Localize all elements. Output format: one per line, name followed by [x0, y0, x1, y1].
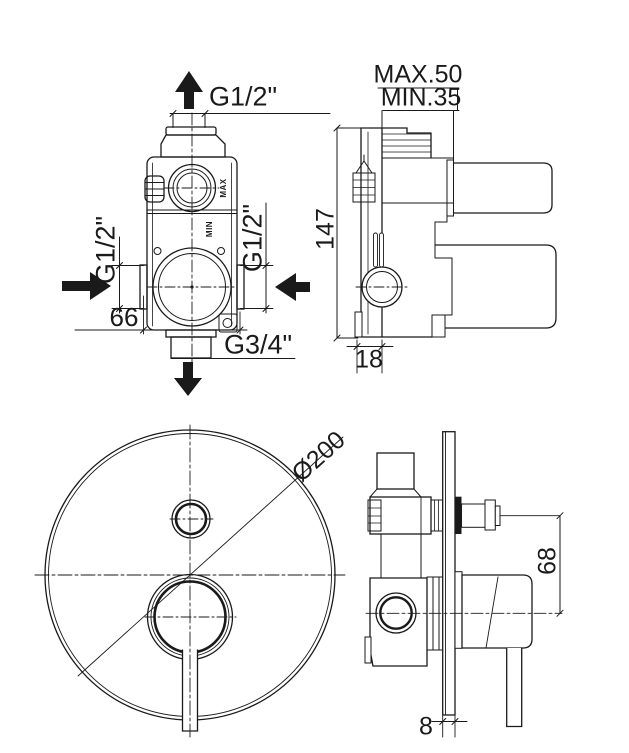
- label-right-connection: G1/2": [237, 203, 268, 273]
- diverter-housing: [369, 496, 432, 535]
- handle-body: [461, 574, 533, 649]
- knob-gasket: [455, 496, 462, 534]
- bottom-port: [170, 336, 212, 359]
- top-pipe-stub: [376, 452, 415, 490]
- clamp-screw: [355, 154, 373, 174]
- label-diverter-offset: 68: [533, 547, 562, 575]
- handle-lever-side: [506, 647, 523, 728]
- screw-hole-left: [153, 247, 162, 255]
- top-port-collar: [165, 126, 217, 136]
- bottom-outlet-stub: [431, 314, 446, 338]
- top-shoulder: [160, 134, 226, 158]
- plug: [218, 313, 238, 333]
- depth-label-lines: [377, 87, 460, 111]
- wall-plate: [442, 431, 456, 716]
- label-max-marking: MAX: [219, 178, 228, 198]
- flow-arrow-up: [175, 71, 203, 109]
- diameter-leader: [77, 436, 344, 677]
- label-depth-dim: 18: [355, 345, 383, 374]
- flow-arrow-left: [275, 273, 310, 301]
- trim-side-view: [364, 431, 564, 738]
- label-depth-max: MAX.50: [373, 60, 463, 89]
- threaded-collar: [430, 499, 444, 532]
- handle-gasket: [454, 571, 463, 649]
- label-min-marking: MIN: [205, 220, 214, 238]
- body-top-edge: [360, 127, 432, 159]
- trim-front-view: [34, 424, 346, 738]
- diverter-nut: [367, 499, 382, 532]
- cartridge-circle-outer: [152, 247, 232, 327]
- dim-tick: [140, 326, 244, 334]
- valve-front-view: [62, 71, 331, 396]
- label-height-dim: 147: [311, 208, 340, 250]
- label-left-connection: G1/2": [90, 215, 121, 285]
- flow-arrow-right: [62, 272, 111, 300]
- adjuster-circle-outer: [167, 163, 217, 213]
- thread-ribs: [381, 133, 432, 153]
- right-inlet-port: [236, 264, 245, 310]
- cylinder-collar: [446, 159, 454, 217]
- bottom-port-collar: [165, 329, 217, 338]
- label-bottom-connection: G3/4": [223, 329, 293, 360]
- body-split-line: [146, 209, 238, 214]
- label-top-connection: G1/2": [208, 81, 278, 112]
- valve-side-view: [333, 87, 557, 374]
- center-mark: [190, 285, 194, 289]
- diverter-knob-cap: [484, 499, 496, 531]
- label-plate-thickness: 8: [419, 712, 433, 741]
- flow-arrow-down: [174, 362, 202, 396]
- label-depth-min: MIN.35: [380, 83, 462, 112]
- screw-hole-right: [217, 247, 225, 255]
- lower-outlet-block: [434, 244, 557, 329]
- diverter-knob-stem: [461, 503, 486, 528]
- upper-outlet-cylinder: [452, 162, 553, 214]
- label-width-dim: 66: [109, 302, 139, 332]
- dim-tick: [169, 110, 209, 117]
